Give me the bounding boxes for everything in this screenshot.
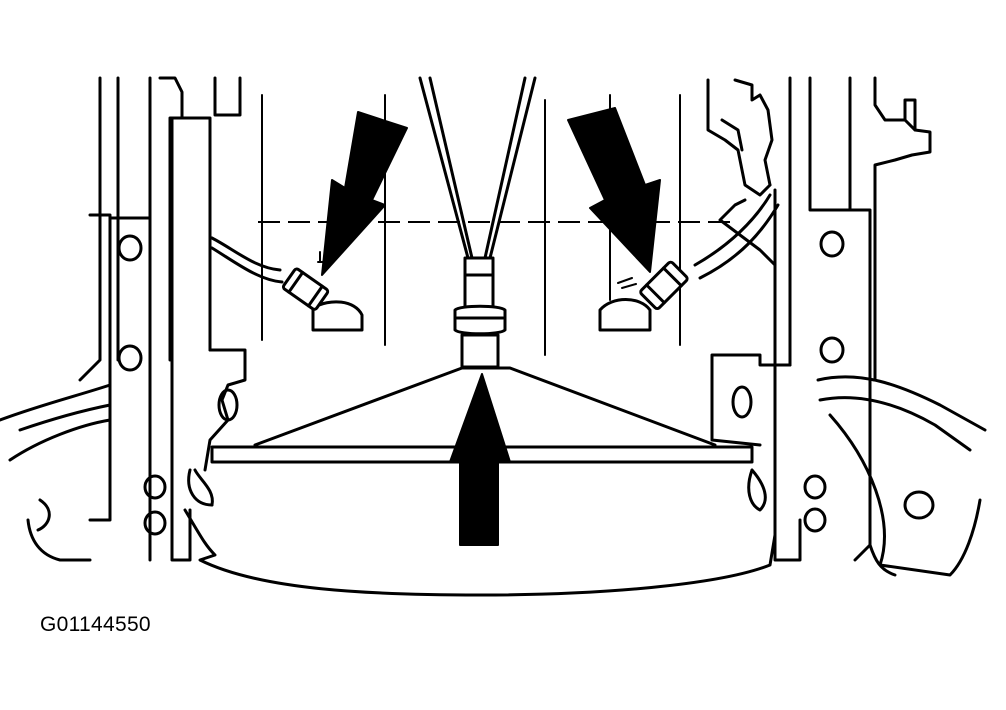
arrow-down-left-icon — [567, 107, 661, 273]
right-sensor — [598, 193, 780, 332]
right-frame-rail — [706, 76, 935, 562]
arrow-up-icon — [449, 373, 511, 546]
figure-id-label: G01144550 — [40, 613, 151, 636]
left-frame-rail — [78, 76, 247, 562]
left-lower-bracket — [0, 383, 112, 562]
arrow-down-right-icon — [321, 111, 408, 276]
right-lower-crossmember — [816, 375, 987, 577]
left-sensor — [210, 236, 364, 332]
center-pressure-switch — [418, 76, 537, 369]
